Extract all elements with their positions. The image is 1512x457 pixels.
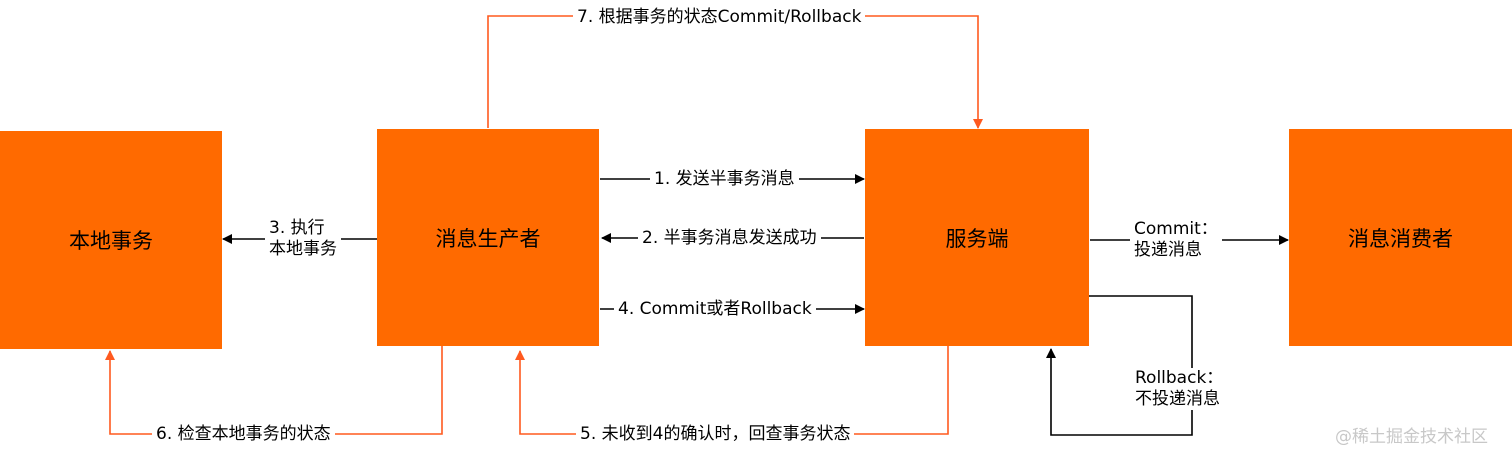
edge-rollback: [1046, 295, 1193, 436]
node-server-label: 服务端: [945, 226, 1009, 251]
edge-step7: [487, 15, 983, 129]
edge-step5: [515, 346, 949, 435]
edge-commit-label-line2: 投递消息: [1134, 240, 1202, 260]
node-message-consumer-label: 消息消费者: [1348, 226, 1453, 251]
edge-rollback-label-line1: Rollback：: [1135, 368, 1224, 388]
node-message-consumer: 消息消费者: [1289, 129, 1512, 346]
edge-step3-label: 3. 执行 本地事务: [265, 218, 341, 260]
edge-rollback-label: Rollback： 不投递消息: [1131, 368, 1228, 410]
node-local-transaction: 本地事务: [0, 131, 222, 349]
node-message-producer-label: 消息生产者: [435, 226, 541, 251]
node-local-transaction-label: 本地事务: [69, 229, 153, 253]
watermark: @稀土掘金技术社区: [1335, 427, 1488, 447]
edge-step6-label: 6. 检查本地事务的状态: [152, 424, 335, 445]
edge-step4-label: 4. Commit或者Rollback: [614, 299, 816, 320]
node-message-producer: 消息生产者: [377, 129, 599, 346]
edge-step3-label-line2: 本地事务: [269, 239, 337, 259]
edge-commit-label-line1: Commit：: [1134, 219, 1218, 239]
edge-step3-label-line1: 3. 执行: [269, 218, 325, 238]
edge-step2-label: 2. 半事务消息发送成功: [638, 228, 821, 249]
edge-commit-label: Commit： 投递消息: [1130, 219, 1222, 261]
node-server: 服务端: [865, 129, 1089, 346]
edge-step5-label: 5. 未收到4的确认时，回查事务状态: [576, 424, 855, 445]
edge-step6: [105, 346, 443, 435]
edge-step7-label: 7. 根据事务的状态Commit/Rollback: [573, 7, 866, 28]
edge-step1-label: 1. 发送半事务消息: [650, 169, 799, 190]
edge-rollback-label-line2: 不投递消息: [1135, 389, 1220, 409]
